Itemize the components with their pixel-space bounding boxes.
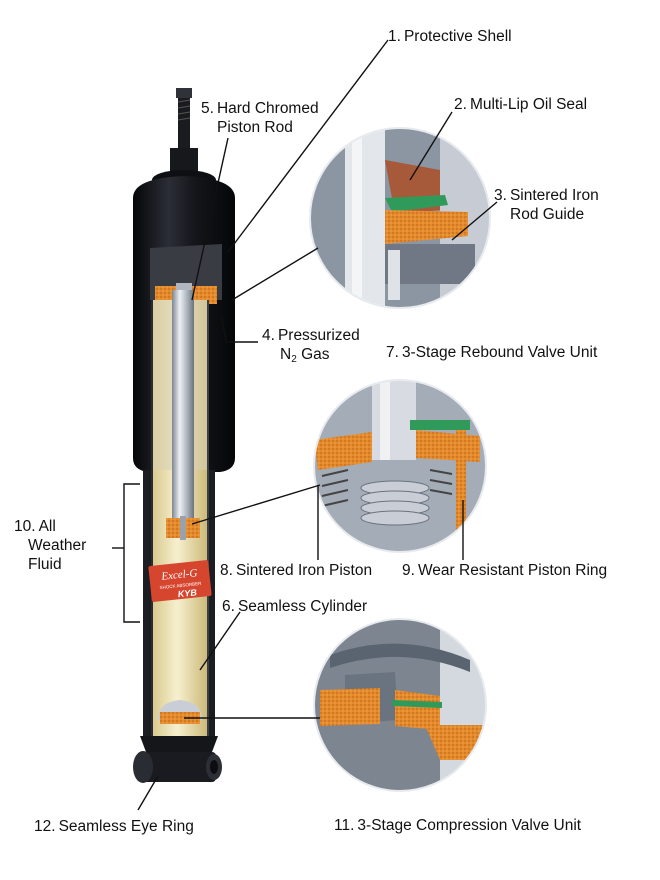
label-number: 5.: [201, 100, 214, 117]
label-n: N: [280, 346, 292, 363]
label-subscript: 2: [291, 354, 297, 365]
leader-lines: [112, 39, 498, 811]
label-text: Pressurized: [277, 327, 360, 344]
badge-brand-text: Excel-G: [160, 567, 198, 583]
label-text-line3: Fluid: [28, 556, 62, 573]
label-sintered-iron-piston: 8.Sintered Iron Piston: [220, 561, 372, 580]
label-number: 12.: [34, 818, 56, 835]
label-seamless-cylinder: 6.Seamless Cylinder: [222, 597, 367, 616]
label-sintered-iron-rod-guide: 3.Sintered Iron Rod Guide: [494, 186, 599, 224]
label-text: Sintered Iron: [509, 187, 599, 204]
label-text-line2: Piston Rod: [217, 119, 293, 136]
label-number: 4.: [262, 327, 275, 344]
shock-absorber-body: Excel-G SHOCK ABSORBER KYB: [133, 88, 235, 783]
label-text: Wear Resistant Piston Ring: [417, 562, 608, 579]
label-wear-resistant-piston-ring: 9.Wear Resistant Piston Ring: [402, 561, 607, 580]
label-number: 1.: [388, 28, 401, 45]
label-seamless-eye-ring: 12.Seamless Eye Ring: [34, 817, 194, 836]
piston-rod: [172, 290, 194, 520]
label-compression-valve-unit: 11.3-Stage Compression Valve Unit: [334, 816, 581, 835]
label-text: Hard Chromed: [216, 100, 319, 117]
label-number: 7.: [386, 344, 399, 361]
label-text: Seamless Eye Ring: [58, 818, 194, 835]
label-number: 2.: [454, 96, 467, 113]
label-multi-lip-oil-seal: 2.Multi-Lip Oil Seal: [454, 95, 587, 114]
label-gas: Gas: [296, 346, 330, 363]
badge-small-text: SHOCK ABSORBER: [159, 581, 202, 590]
detail-circle-rod-guide: [309, 127, 491, 309]
label-pressurized-n2-gas: 4.Pressurized N2 Gas: [262, 326, 360, 369]
label-text: Multi-Lip Oil Seal: [469, 96, 588, 113]
detail-circle-compression-valve: [313, 618, 487, 792]
label-text: Sintered Iron Piston: [235, 562, 373, 579]
label-number: 11.: [334, 817, 355, 834]
label-number: 8.: [220, 562, 233, 579]
eye-ring: [140, 752, 216, 782]
label-text: 3-Stage Rebound Valve Unit: [401, 344, 598, 361]
label-hard-chromed-piston-rod: 5.Hard Chromed Piston Rod: [201, 99, 319, 137]
badge-maker-text: KYB: [177, 587, 197, 599]
label-all-weather-fluid: 10.All Weather Fluid: [14, 517, 114, 574]
label-text-line2: Weather: [28, 537, 87, 554]
label-number: 6.: [222, 598, 235, 615]
label-number: 9.: [402, 562, 415, 579]
label-text: All: [38, 518, 56, 535]
detail-circle-piston: [313, 379, 487, 553]
label-rebound-valve-unit: 7.3-Stage Rebound Valve Unit: [386, 343, 597, 362]
label-protective-shell: 1.Protective Shell: [388, 27, 512, 46]
label-text: 3-Stage Compression Valve Unit: [357, 817, 582, 834]
label-number: 3.: [494, 187, 507, 204]
brand-badge: Excel-G SHOCK ABSORBER KYB: [148, 560, 212, 602]
label-text: Seamless Cylinder: [237, 598, 368, 615]
label-text-line2: Rod Guide: [510, 206, 585, 223]
label-number: 10.: [14, 518, 36, 535]
label-text: Protective Shell: [403, 28, 512, 45]
label-text-line2: N2 Gas: [262, 346, 330, 365]
